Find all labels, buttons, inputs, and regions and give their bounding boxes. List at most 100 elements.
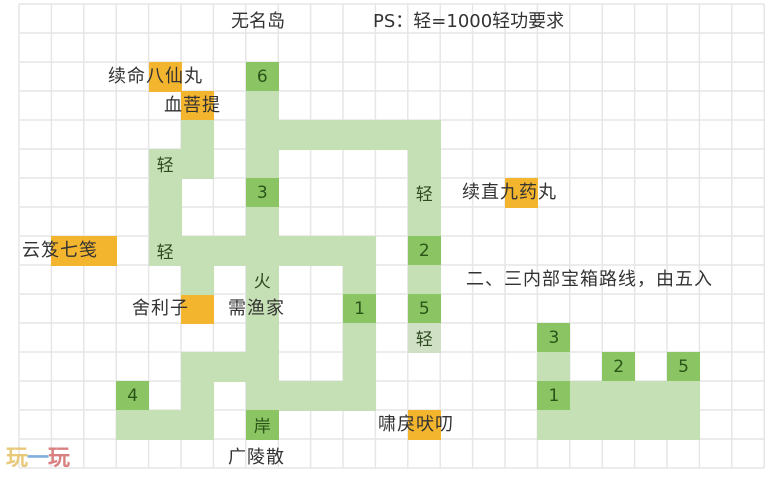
path-cell bbox=[245, 352, 279, 382]
label-text: 续直 bbox=[462, 182, 500, 203]
marker-cell: 火 bbox=[245, 265, 279, 295]
label-text: 仙丸 bbox=[165, 66, 203, 87]
marker-cell: 轻 bbox=[407, 178, 441, 208]
label-text: 提 bbox=[202, 95, 221, 116]
path-cell bbox=[245, 149, 279, 179]
path-cell bbox=[310, 120, 344, 150]
path-cell bbox=[116, 410, 150, 440]
waypoint-cell: 3 bbox=[245, 178, 279, 208]
treasure-highlight-cell bbox=[148, 62, 182, 92]
path-cell bbox=[634, 381, 668, 411]
label-text: 药丸 bbox=[519, 182, 557, 203]
path-cell bbox=[245, 91, 279, 121]
label-xue-puti: 血菩提 bbox=[164, 95, 221, 117]
path-cell bbox=[148, 207, 182, 237]
watermark-char-1: 玩 bbox=[6, 445, 28, 471]
path-cell bbox=[343, 236, 376, 266]
path-cell bbox=[537, 410, 571, 440]
label-text: 二、三内部宝箱路线，由五入 bbox=[466, 269, 713, 290]
waypoint-cell: 4 bbox=[116, 381, 150, 411]
path-cell bbox=[278, 236, 312, 266]
treasure-highlight-cell bbox=[407, 410, 441, 440]
path-cell bbox=[310, 381, 344, 411]
marker-cell: 轻 bbox=[148, 149, 182, 179]
path-cell bbox=[181, 381, 214, 411]
path-cell bbox=[213, 352, 247, 382]
path-cell bbox=[667, 410, 700, 440]
marker-cell: 轻 bbox=[148, 236, 182, 266]
path-cell bbox=[407, 120, 441, 150]
label-text: 广陵散 bbox=[228, 447, 285, 468]
path-cell bbox=[245, 120, 279, 150]
path-cell bbox=[181, 265, 214, 295]
waypoint-cell: 2 bbox=[407, 236, 441, 266]
path-cell bbox=[343, 323, 376, 353]
path-cell bbox=[245, 236, 279, 266]
path-cell bbox=[181, 120, 214, 150]
path-cell bbox=[569, 410, 603, 440]
path-cell bbox=[278, 381, 312, 411]
treasure-highlight-cell bbox=[181, 91, 214, 121]
path-cell bbox=[569, 381, 603, 411]
path-cell bbox=[343, 120, 376, 150]
marker-cell: 轻 bbox=[407, 323, 441, 353]
label-sheli-zi: 舍利子 bbox=[132, 298, 189, 320]
path-cell bbox=[148, 178, 182, 208]
path-cell bbox=[407, 207, 441, 237]
path-cell bbox=[278, 120, 312, 150]
path-cell bbox=[634, 410, 668, 440]
label-text: 云 bbox=[22, 240, 41, 261]
waypoint-cell: 3 bbox=[537, 323, 571, 353]
path-cell bbox=[602, 381, 636, 411]
path-cell bbox=[343, 265, 376, 295]
path-cell bbox=[407, 265, 441, 295]
label-xuming-baxian: 续命八仙丸 bbox=[108, 66, 203, 88]
watermark-logo: 玩一玩 bbox=[6, 440, 70, 472]
waypoint-cell: 6 bbox=[245, 62, 279, 92]
label-xiaolai-chuidao: 啸戾吠叨 bbox=[378, 414, 454, 436]
label-text: 舍利 bbox=[132, 298, 170, 319]
path-cell bbox=[245, 294, 279, 324]
label-highlight-text: 九 bbox=[500, 182, 519, 203]
watermark-char-2: 一 bbox=[27, 445, 49, 471]
watermark-char-3: 玩 bbox=[48, 445, 70, 471]
path-cell bbox=[343, 381, 376, 411]
label-highlight-text: 子 bbox=[170, 298, 189, 319]
path-cell bbox=[343, 352, 376, 382]
label-xuzhen-jiuyao: 续直九药丸 bbox=[462, 182, 557, 204]
path-cell bbox=[310, 236, 344, 266]
legend-note: PS：轻=1000轻功要求 bbox=[373, 11, 565, 32]
treasure-highlight-cell bbox=[181, 294, 214, 324]
path-cell bbox=[245, 323, 279, 353]
label-guangling-san: 广陵散 bbox=[228, 447, 285, 469]
label-highlight-text: 笈七 bbox=[41, 240, 79, 261]
path-cell bbox=[407, 149, 441, 179]
waypoint-cell: 1 bbox=[343, 294, 376, 324]
label-yunji-qiqian: 云笈七笺 bbox=[22, 240, 98, 262]
treasure-highlight-cell bbox=[505, 178, 538, 208]
label-text: 需渔家 bbox=[228, 298, 285, 319]
marker-cell: 岸 bbox=[245, 410, 279, 440]
path-cell bbox=[181, 236, 214, 266]
label-highlight-text: 菩 bbox=[183, 95, 202, 116]
path-cell bbox=[181, 410, 214, 440]
path-cell bbox=[245, 207, 279, 237]
treasure-highlight-cell bbox=[83, 236, 117, 266]
label-text: 续命 bbox=[108, 66, 146, 87]
label-text: 血 bbox=[164, 95, 183, 116]
waypoint-cell: 2 bbox=[602, 352, 636, 382]
path-cell bbox=[181, 149, 214, 179]
path-cell bbox=[537, 352, 571, 382]
label-text: 笺 bbox=[79, 240, 98, 261]
path-cell bbox=[375, 120, 409, 150]
path-cell bbox=[602, 410, 636, 440]
label-xu-yujia: 需渔家 bbox=[228, 298, 285, 320]
path-cell bbox=[245, 381, 279, 411]
treasure-highlight-cell bbox=[51, 236, 85, 266]
path-cell bbox=[181, 352, 214, 382]
label-text: 叨 bbox=[435, 414, 454, 435]
path-cell bbox=[148, 410, 182, 440]
map-title: 无名岛 bbox=[231, 11, 285, 32]
waypoint-cell: 1 bbox=[537, 381, 571, 411]
label-highlight-text: 八 bbox=[146, 66, 165, 87]
